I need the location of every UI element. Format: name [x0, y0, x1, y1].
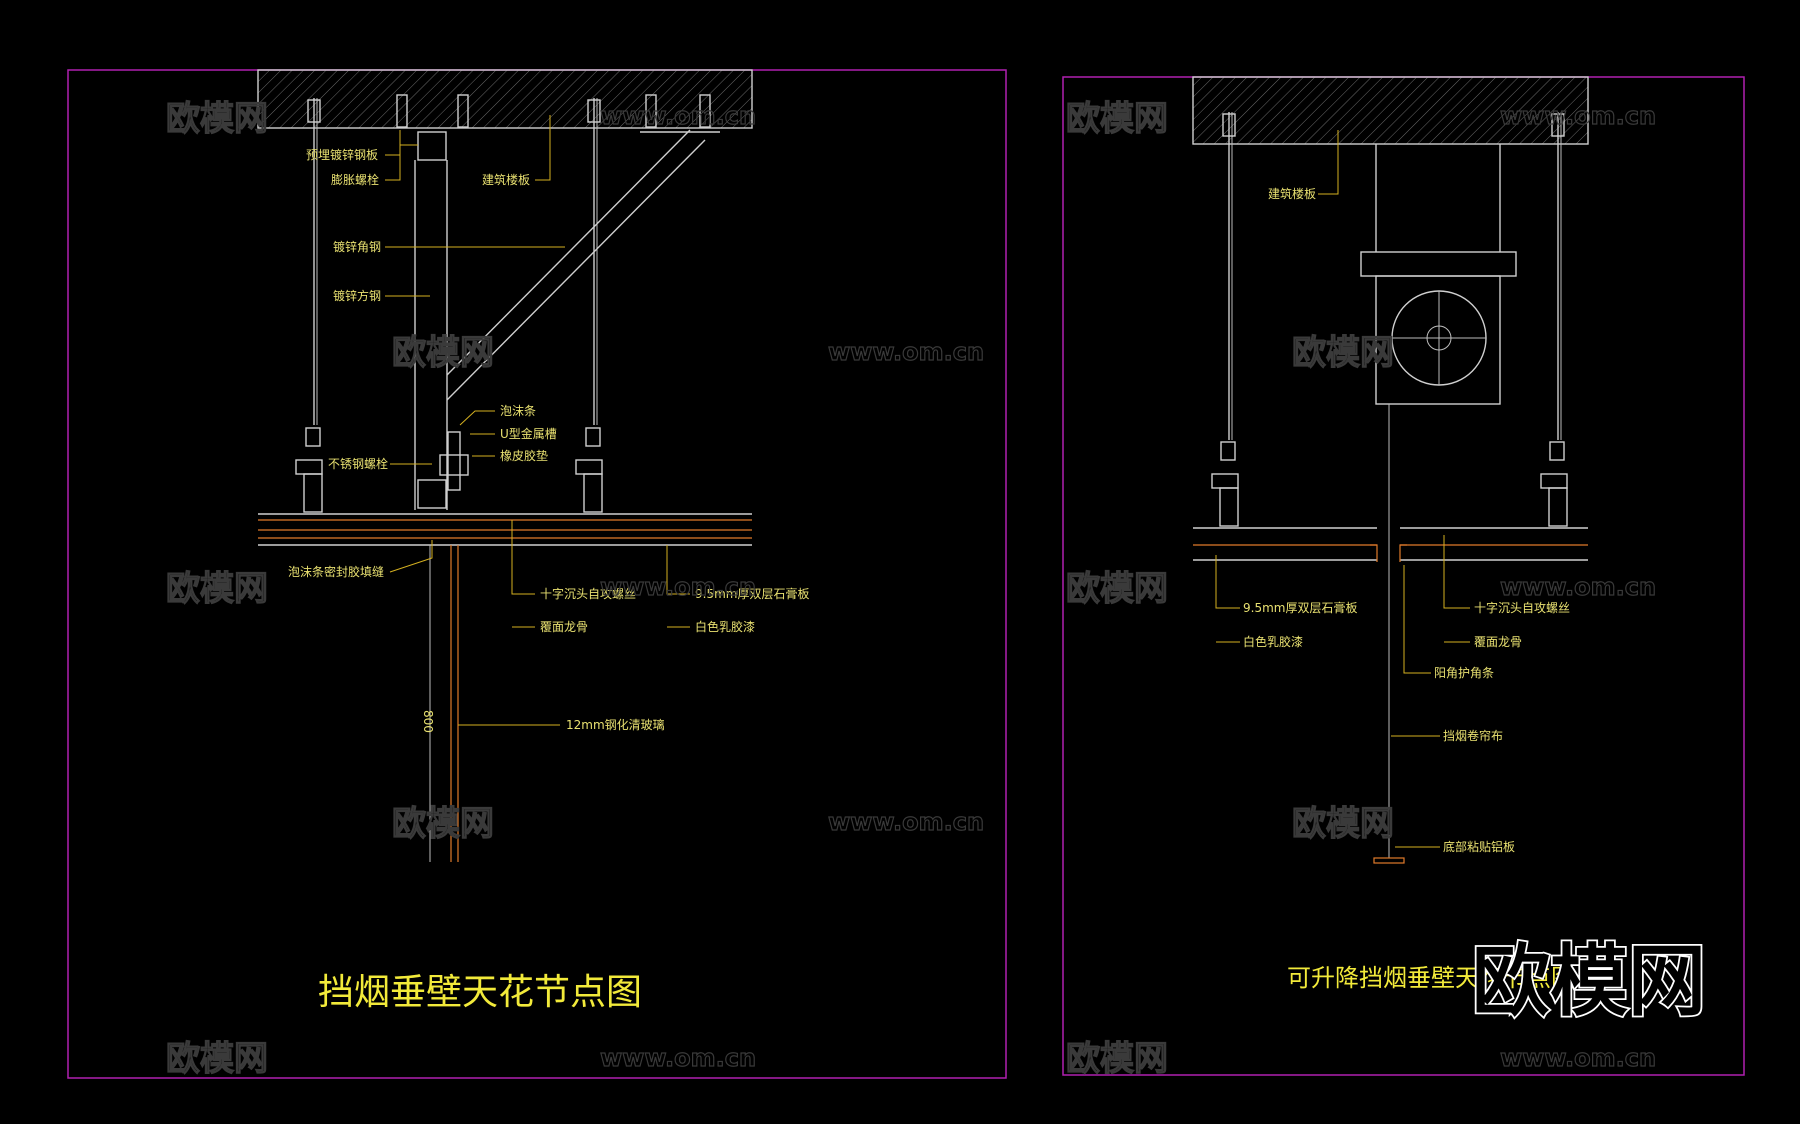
watermark-url: www.om.cn: [1500, 102, 1656, 130]
watermark-url: www.om.cn: [1500, 1044, 1656, 1072]
watermarks: 欧模网 欧模网 欧模网 欧模网 欧模网 欧模网 欧模网 欧模网 欧模网 欧模网 …: [165, 98, 1656, 1079]
right-label-smoke-curtain: 挡烟卷帘布: [1443, 728, 1503, 743]
left-panel: 预埋镀锌钢板 膨胀螺栓 建筑楼板 镀锌角钢 镀锌方钢 泡沫条 U型金属槽 橡皮胶…: [67, 69, 1007, 1079]
watermark-url: www.om.cn: [1500, 573, 1656, 601]
watermark-url: www.om.cn: [828, 338, 984, 366]
watermark-brand: 欧模网: [1066, 99, 1168, 139]
label-foam-strip: 泡沫条: [500, 404, 536, 418]
left-u-channel: [439, 431, 469, 491]
label-gypsum: 9.5mm厚双层石膏板: [695, 586, 809, 601]
right-label-gypsum: 9.5mm厚双层石膏板: [1243, 600, 1357, 615]
watermark-brand: 欧模网: [166, 569, 268, 609]
watermark-brand: 欧模网: [1066, 569, 1168, 609]
label-u-channel: U型金属槽: [500, 426, 557, 441]
right-label-corner-guard: 阳角护角条: [1434, 666, 1494, 680]
label-screw: 十字沉头自攻螺丝: [540, 586, 636, 601]
left-diagonal-brace: [446, 129, 720, 401]
left-hangers: [295, 427, 603, 513]
label-foam-sealant: 泡沫条密封胶填缝: [288, 564, 384, 579]
left-leaders: [385, 115, 690, 726]
right-hangers: [1211, 441, 1568, 527]
right-curtain: [1373, 404, 1405, 864]
label-embedded-plate: 预埋镀锌钢板: [306, 148, 378, 162]
left-ceiling: [258, 513, 752, 546]
watermark-brand: 欧模网: [166, 1039, 268, 1079]
left-glass: [429, 545, 459, 862]
right-ceiling: [1193, 527, 1588, 562]
left-square-tube: [414, 131, 448, 510]
left-labels: 预埋镀锌钢板 膨胀螺栓 建筑楼板 镀锌角钢 镀锌方钢 泡沫条 U型金属槽 橡皮胶…: [288, 148, 809, 733]
watermark-brand: 欧模网: [392, 804, 494, 844]
label-square-tube: 镀锌方钢: [333, 288, 381, 303]
label-keel: 覆面龙骨: [540, 620, 588, 634]
watermark-brand: 欧模网: [1066, 1039, 1168, 1079]
label-rubber-pad: 橡皮胶垫: [500, 448, 548, 463]
label-stainless-bolt: 不锈钢螺栓: [328, 456, 388, 471]
right-slab: [1192, 76, 1589, 145]
right-panel-title: 可升降挡烟垂壁天花节点图: [1287, 964, 1575, 992]
label-building-slab: 建筑楼板: [482, 172, 530, 187]
watermark-url: www.om.cn: [600, 1044, 756, 1072]
right-label-latex-paint: 白色乳胶漆: [1243, 634, 1303, 649]
label-expansion-bolt: 膨胀螺栓: [331, 172, 379, 187]
right-label-bottom-plate: 底部粘贴铝板: [1443, 839, 1515, 854]
watermark-brand: 欧模网: [166, 99, 268, 139]
right-label-building-slab: 建筑楼板: [1268, 186, 1316, 201]
left-anchors: [307, 94, 711, 425]
right-leaders: [1215, 130, 1470, 848]
right-rods: [1222, 112, 1565, 440]
right-label-keel: 覆面龙骨: [1474, 635, 1522, 649]
watermark-url: www.om.cn: [828, 808, 984, 836]
right-roller-box: [1360, 144, 1517, 405]
label-glass: 12mm钢化清玻璃: [566, 718, 665, 732]
label-angle-steel: 镀锌角钢: [333, 240, 381, 254]
label-dim: 800: [421, 710, 435, 733]
right-panel: 建筑楼板 9.5mm厚双层石膏板 白色乳胶漆 十字沉头自攻螺丝 覆面龙骨 阳角护…: [1062, 76, 1745, 1076]
watermark-brand: 欧模网: [1292, 333, 1394, 373]
right-labels: 建筑楼板 9.5mm厚双层石膏板 白色乳胶漆 十字沉头自攻螺丝 覆面龙骨 阳角护…: [1243, 186, 1570, 854]
watermark-brand: 欧模网: [1292, 804, 1394, 844]
watermark-url: www.om.cn: [600, 573, 756, 601]
left-panel-title: 挡烟垂壁天花节点图: [318, 972, 642, 1013]
watermark-brand: 欧模网: [392, 333, 494, 373]
right-label-screw: 十字沉头自攻螺丝: [1474, 600, 1570, 615]
watermark-url: www.om.cn: [600, 102, 756, 130]
brand-logo: 欧模网: [1472, 937, 1706, 1027]
left-slab: [257, 69, 753, 129]
label-latex-paint: 白色乳胶漆: [695, 619, 755, 634]
